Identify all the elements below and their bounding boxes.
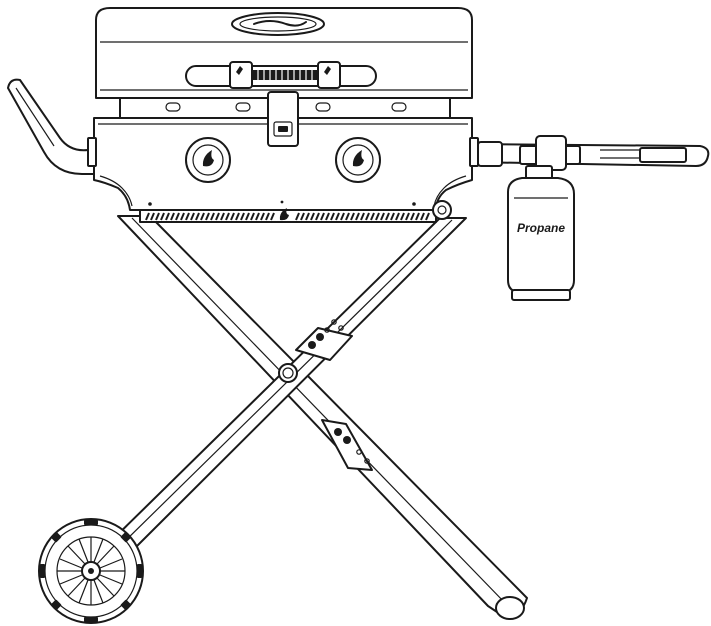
vent-slot	[245, 212, 250, 221]
flame-logo-icon	[279, 208, 289, 221]
vent-slot	[420, 212, 425, 221]
vent-slot	[160, 212, 165, 221]
screw	[280, 200, 284, 204]
vent-slot	[170, 212, 175, 221]
leg-sleeve-upper	[295, 319, 353, 361]
side-handle	[7, 78, 97, 175]
vent-slot	[250, 212, 255, 221]
vent-slot	[210, 212, 215, 221]
vent-slot	[235, 212, 240, 221]
vent-slot	[325, 212, 330, 221]
vent-slot	[145, 212, 150, 221]
vent-slot	[215, 212, 220, 221]
vent-slot	[190, 212, 195, 221]
vent-slot	[155, 212, 160, 221]
vent-slot	[270, 212, 275, 221]
screw	[148, 202, 152, 206]
regulator-arm	[469, 135, 710, 171]
vent-slot	[240, 212, 245, 221]
leg-sleeve-lower	[321, 419, 373, 471]
vent-slot	[400, 212, 405, 221]
vent-slot	[405, 212, 410, 221]
cart-leg-left-to-right	[117, 215, 528, 617]
vent-slot	[335, 212, 340, 221]
propane-tank-icon: Propane	[507, 165, 575, 301]
control-knob-right[interactable]	[335, 137, 381, 183]
vent-slot	[375, 212, 380, 221]
front-vent-strip	[139, 208, 437, 223]
vent-slot	[180, 212, 185, 221]
propane-label: Propane	[517, 221, 565, 235]
vent-slot	[390, 212, 395, 221]
vent-slot	[260, 212, 265, 221]
vent-slot	[305, 212, 310, 221]
vent-slot	[340, 212, 345, 221]
vent-slot	[360, 212, 365, 221]
vent-slot	[310, 212, 315, 221]
body-corner-roller	[432, 200, 452, 220]
leg-pivot-bolt	[278, 363, 298, 383]
vent-slot	[385, 212, 390, 221]
wheel-icon	[38, 518, 144, 624]
control-knob-left[interactable]	[185, 137, 231, 183]
lid-latch[interactable]	[267, 91, 299, 147]
vent-slot	[365, 212, 370, 221]
vent-slot	[200, 212, 205, 221]
vent-slot	[205, 212, 210, 221]
vent-slot	[345, 212, 350, 221]
vent-slot	[150, 212, 155, 221]
vent-slot	[195, 212, 200, 221]
flame-logo-icon	[352, 150, 364, 167]
vent-slot	[220, 212, 225, 221]
vent-slot	[350, 212, 355, 221]
vent-slot	[225, 212, 230, 221]
vent-slot	[410, 212, 415, 221]
lid-handle	[185, 61, 377, 89]
vent-slot	[320, 212, 325, 221]
vent-slot	[425, 212, 430, 221]
vent-slot	[230, 212, 235, 221]
vent-slot	[355, 212, 360, 221]
vent-slot	[265, 212, 270, 221]
vent-slot	[300, 212, 305, 221]
vent-slot	[185, 212, 190, 221]
vent-slot	[255, 212, 260, 221]
vent-slot	[370, 212, 375, 221]
vent-slot	[380, 212, 385, 221]
vent-slot	[415, 212, 420, 221]
vent-slot	[175, 212, 180, 221]
screw	[412, 202, 416, 206]
foot-end-cap	[495, 596, 525, 620]
vent-slot	[315, 212, 320, 221]
vent-slot	[165, 212, 170, 221]
vent-slot	[395, 212, 400, 221]
flame-logo-icon	[202, 150, 214, 167]
lid-emblem-icon	[231, 12, 325, 36]
vent-slot	[295, 212, 300, 221]
vent-slot	[330, 212, 335, 221]
